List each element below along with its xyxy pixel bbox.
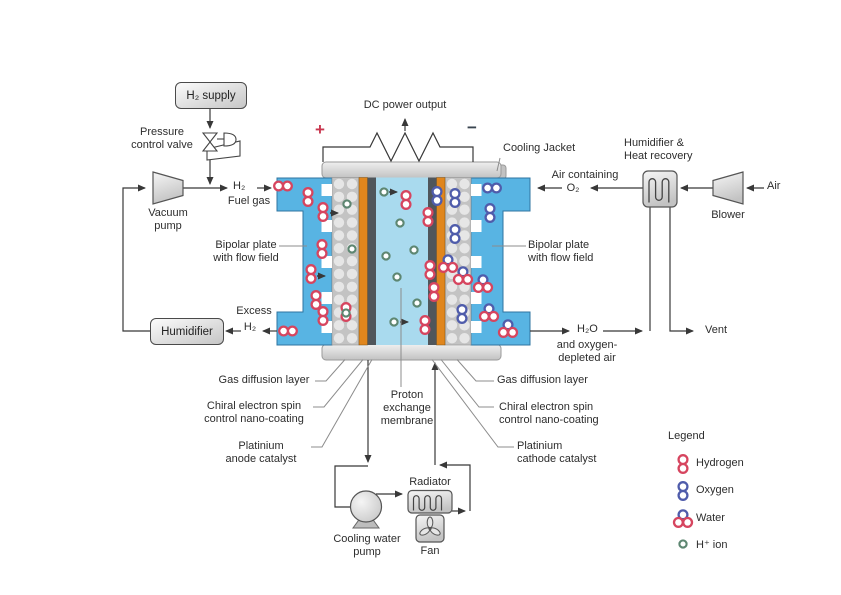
legend-icons	[672, 454, 694, 549]
label-leader-lines	[279, 157, 526, 448]
cooling-water-pump-icon	[349, 490, 383, 529]
platinum-anode-catalyst-layer	[367, 177, 376, 345]
depleted-air-label: and oxygen- depleted air	[556, 339, 618, 365]
blower-label: Blower	[711, 209, 745, 221]
dc-power-output-label: DC power output	[363, 99, 447, 111]
humidifier-heat-recovery-icon	[642, 170, 678, 208]
h2-supply-label: H₂ supply	[186, 89, 236, 102]
vacuum-pump-icon	[152, 171, 184, 205]
legend-item-oxygen: Oxygen	[696, 484, 734, 496]
chiral-right-label: Chiral electron spin control nano-coatin…	[499, 401, 599, 427]
h2o-label: H₂O	[577, 323, 598, 335]
excess-h2-label: H₂	[243, 321, 257, 333]
blower-icon	[712, 171, 744, 205]
minus-terminal: −	[467, 118, 477, 137]
cooling-jacket-top-plate	[321, 161, 502, 179]
molecules-layer	[273, 180, 519, 338]
fan-icon	[415, 514, 445, 543]
process-lines	[122, 108, 764, 515]
fuel-cell-stack	[273, 161, 531, 361]
humidifier-box: Humidifier	[150, 318, 224, 345]
recirculation-line	[122, 184, 150, 332]
pressure-control-valve-icon	[201, 132, 241, 161]
plus-terminal: +	[315, 120, 325, 139]
radiator-label: Radiator	[409, 476, 451, 488]
humidifier-label: Humidifier	[161, 325, 213, 338]
flow-field-channels	[321, 184, 482, 333]
radiator-icon	[407, 489, 453, 514]
pem-label: Proton exchange membrane	[380, 389, 434, 428]
legend-item-h-ion: H⁺ ion	[696, 539, 728, 551]
cooling-pump-label: Cooling water pump	[333, 533, 401, 559]
o2-label: O₂	[566, 182, 580, 194]
fan-label: Fan	[420, 545, 440, 557]
bipolar-left-label: Bipolar plate with flow field	[213, 239, 279, 265]
vent-label: Vent	[705, 324, 728, 336]
chiral-nano-coating-left	[358, 177, 368, 346]
h2-supply-box: H₂ supply	[175, 82, 247, 109]
pressure-valve-label: Pressure control valve	[131, 126, 193, 152]
pt-cathode-label: Platinium cathode catalyst	[517, 440, 597, 466]
bipolar-right-label: Bipolar plate with flow field	[528, 239, 594, 265]
humidifier-heat-label: Humidifier & Heat recovery	[624, 137, 693, 163]
pt-anode-label: Platinium anode catalyst	[225, 440, 297, 466]
excess-label: Excess	[236, 305, 272, 317]
gdl-left-label: Gas diffusion layer	[218, 374, 310, 386]
vacuum-pump-label: Vacuum pump	[148, 207, 188, 233]
gdl-right-label: Gas diffusion layer	[497, 374, 588, 386]
dc-circuit-wire	[322, 131, 474, 163]
fuel-h2-label: H₂	[233, 180, 246, 192]
cooling-jacket-bottom-plate	[321, 344, 502, 361]
legend-title: Legend	[668, 430, 705, 442]
coolant-supply-line-2	[334, 465, 368, 508]
coolant-return-line-1	[439, 461, 471, 511]
vent-line	[669, 207, 694, 335]
chiral-left-label: Chiral electron spin control nano-coatin…	[204, 400, 304, 426]
ion-flow-arrows	[317, 188, 409, 326]
air-containing-label: Air containing	[551, 169, 619, 181]
air-label: Air	[767, 180, 781, 192]
legend-item-hydrogen: Hydrogen	[696, 457, 744, 469]
fuel-gas-label: Fuel gas	[227, 195, 271, 207]
legend-item-water: Water	[696, 512, 725, 524]
cooling-jacket-label: Cooling Jacket	[503, 142, 576, 154]
